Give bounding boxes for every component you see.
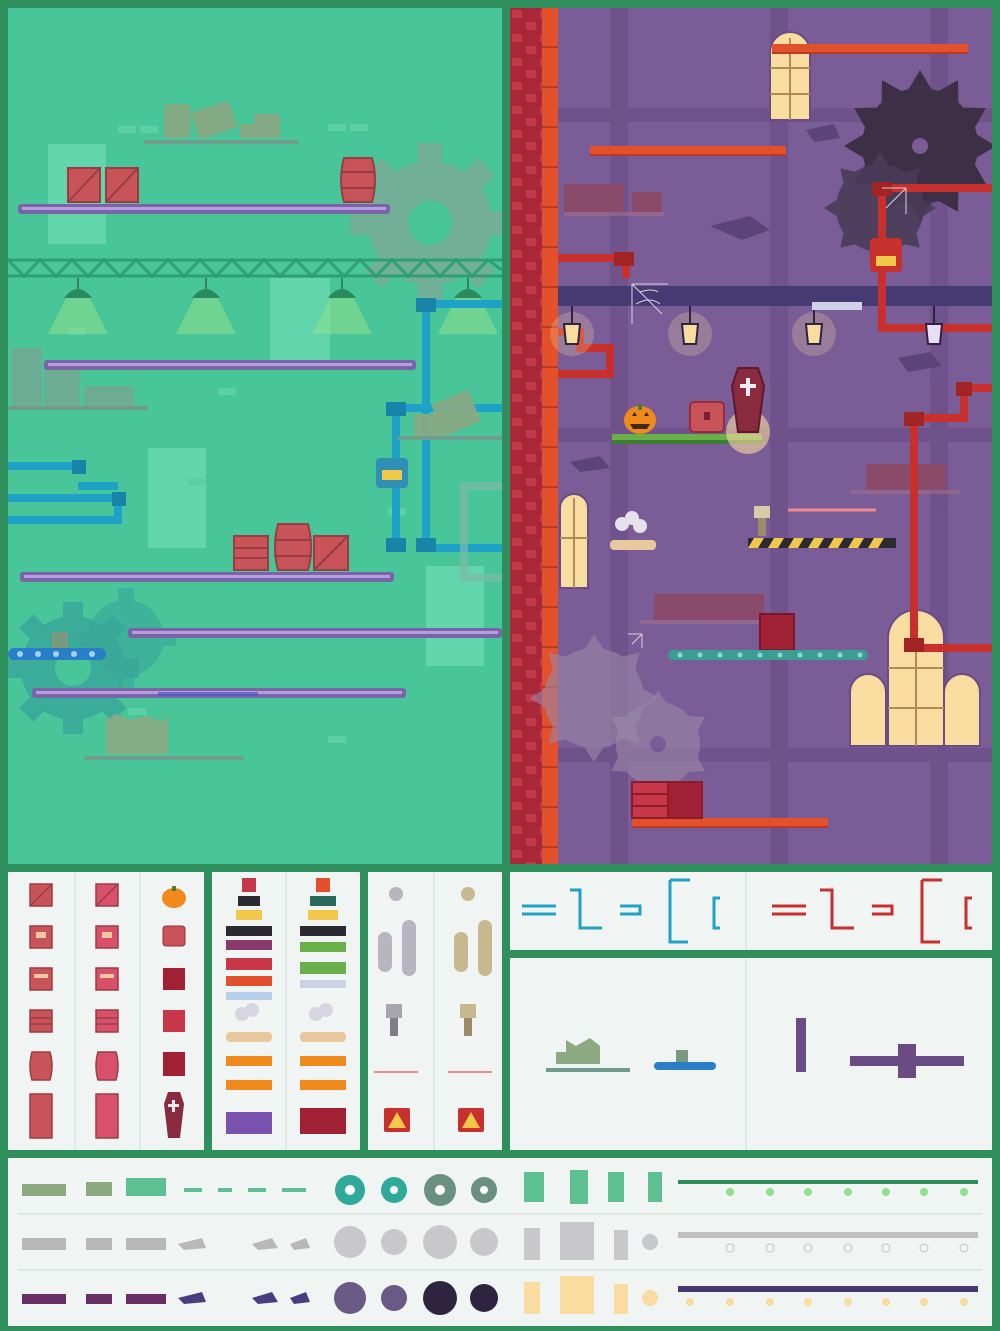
steel-truss: [8, 257, 502, 279]
saw-blade-icon: [611, 690, 705, 798]
barrel: [274, 523, 312, 571]
pumpkin-icon: [624, 404, 656, 434]
crate: [233, 535, 349, 571]
haunted-scene: [510, 8, 992, 864]
treasure-chest: [689, 401, 725, 433]
brick-platform: [590, 44, 968, 828]
saw-blade-icon: [389, 887, 475, 901]
asset-panel-platforms: [212, 872, 360, 1150]
pipe-joints: [72, 298, 436, 552]
pumpkin-icon: [162, 886, 186, 908]
laser-turret: [754, 506, 876, 536]
faded-boxes: [12, 348, 134, 406]
red-pipe: [772, 878, 972, 944]
ceiling-beam: [558, 286, 992, 306]
conveyor-belt: [654, 1062, 716, 1070]
saw-blade-icon: [334, 1281, 498, 1315]
hazard-stripe-platform: [748, 538, 896, 548]
red-bookcase: [759, 613, 795, 651]
crate: [67, 167, 139, 203]
coffin-cross-icon: [164, 1092, 184, 1138]
bookshelf: [564, 184, 946, 620]
steam-vent: [610, 511, 656, 550]
gear-icon: [335, 1174, 497, 1206]
factory-scene: [8, 8, 502, 864]
faded-crates: [164, 100, 280, 140]
cobweb-icon: [628, 187, 907, 648]
asset-panel-background: [8, 1158, 992, 1326]
teal-conveyor: [668, 650, 868, 660]
conveyor-belt: [8, 632, 106, 660]
asset-panel-crates: [8, 872, 204, 1150]
asset-panel-conveyors: [510, 958, 992, 1150]
lamp-icon: [550, 306, 944, 356]
pipe-joints: [614, 182, 972, 652]
blue-pipe: [522, 878, 720, 944]
warning-icon: [384, 1108, 484, 1132]
faded-crates: [414, 389, 481, 437]
asset-panel-pipes: [510, 872, 992, 950]
ice-platform: [812, 302, 862, 310]
gear-icon: [350, 143, 502, 303]
shelf: [144, 140, 298, 144]
drawer-cabinet: [631, 781, 703, 819]
grass-platform: [612, 434, 762, 444]
wall-crack: [570, 124, 942, 472]
pipe-valve-box: [870, 238, 902, 272]
post: [796, 1018, 806, 1072]
broken-wall: [106, 714, 168, 754]
saw-blade-icon: [334, 1225, 498, 1259]
coffin-cross-icon: [726, 367, 770, 454]
asset-panel-hazards: [368, 872, 502, 1150]
barrel: [340, 157, 376, 203]
lamp-rail: [678, 1180, 978, 1184]
